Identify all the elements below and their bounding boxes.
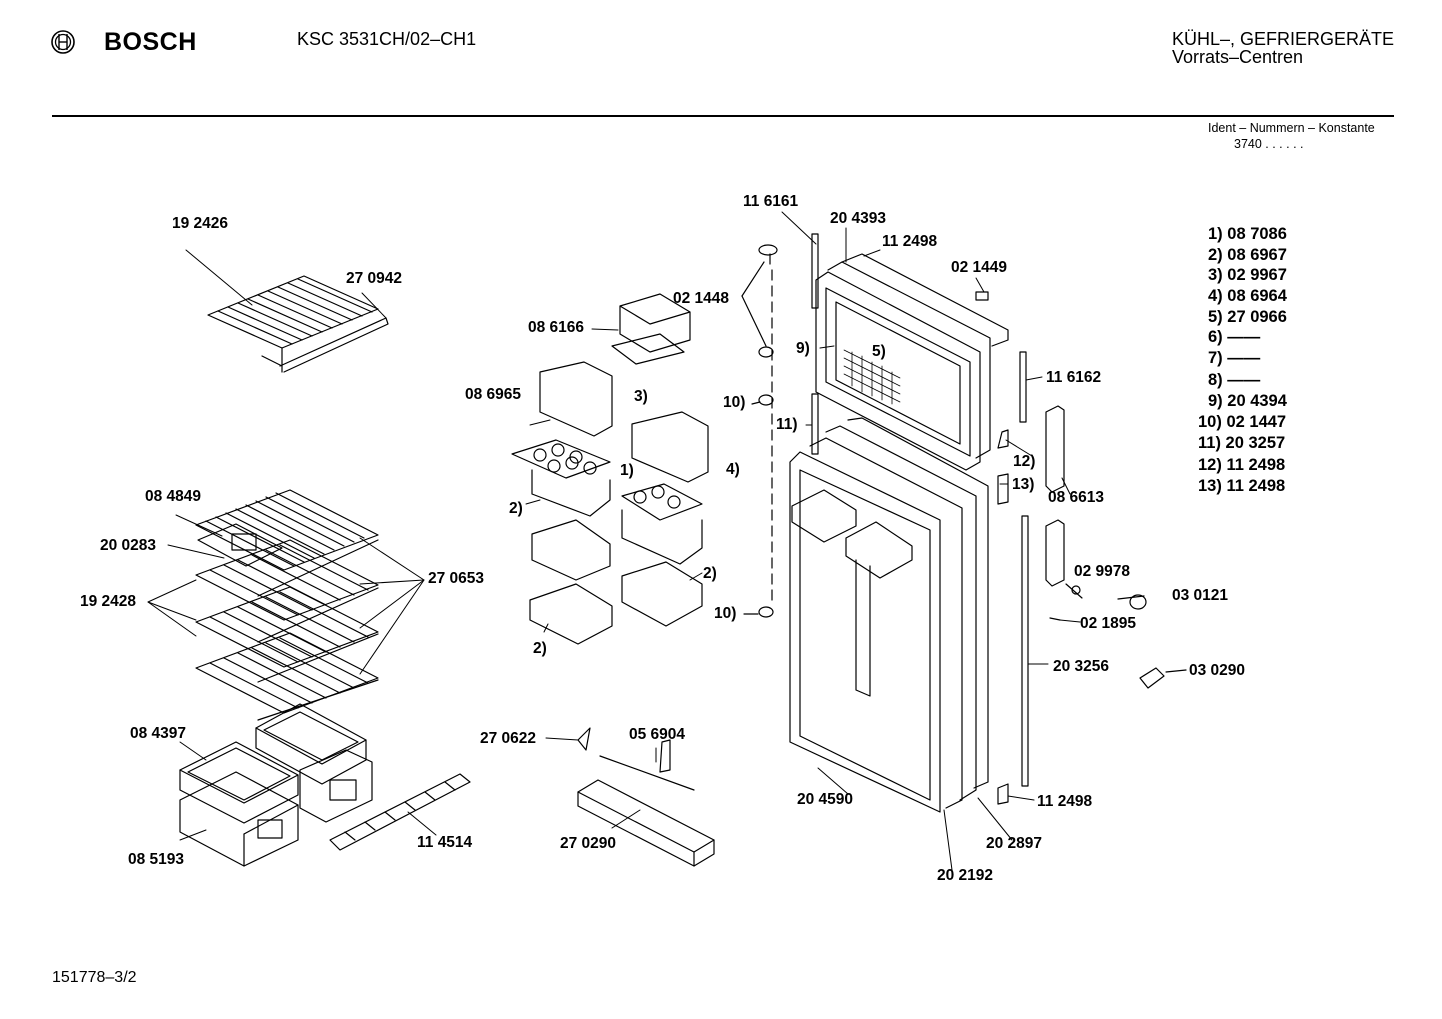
- label-021448: 02 1448: [673, 290, 730, 307]
- brand-name: BOSCH: [104, 28, 197, 56]
- category-title: KÜHL–, GEFRIERGERÄTE: [1172, 29, 1395, 49]
- label-203256: 20 3256: [1053, 658, 1110, 675]
- label-202897: 20 2897: [986, 835, 1043, 852]
- label-084849: 08 4849: [145, 488, 202, 505]
- label-112498-bottom: 11 2498: [1037, 793, 1093, 810]
- legend-item: 9) 20 4394: [1208, 392, 1287, 410]
- legend-item: 8) ——: [1208, 371, 1261, 389]
- label-202192: 20 2192: [937, 867, 994, 884]
- label-021895: 02 1895: [1080, 615, 1137, 632]
- label-204393: 20 4393: [830, 210, 887, 227]
- wire-shelf-stack: [196, 490, 378, 720]
- vent-strip: [330, 774, 470, 850]
- hinge-parts: [742, 245, 777, 617]
- ident-title: Ident – Nummern – Konstante: [1208, 121, 1375, 135]
- label-ref-1: 1): [620, 462, 634, 479]
- legend-item: 2) 08 6967: [1208, 246, 1287, 264]
- label-029978: 02 9978: [1074, 563, 1131, 580]
- small-fittings: [1050, 584, 1186, 688]
- legend-item: 4) 08 6964: [1208, 287, 1287, 305]
- label-030121: 03 0121: [1172, 587, 1229, 604]
- label-270290: 27 0290: [560, 835, 617, 852]
- leader-lines: [148, 250, 702, 840]
- label-ref-13: 13): [1012, 476, 1035, 493]
- label-200283: 20 0283: [100, 537, 157, 554]
- door-bins: [512, 294, 708, 644]
- label-192426: 19 2426: [172, 215, 229, 232]
- leader-lines-right: [782, 212, 1080, 870]
- crisper-drawers: [180, 704, 372, 866]
- legend-item: 11) 20 3257: [1198, 434, 1286, 452]
- ident-value: 3740 . . . . . .: [1234, 137, 1304, 151]
- brand-logo: [50, 29, 76, 60]
- legend-item: 1) 08 7086: [1208, 225, 1287, 243]
- legend-item: 13) 11 2498: [1198, 477, 1286, 495]
- bosch-armature-icon: [51, 30, 75, 54]
- legend-item: 7) ——: [1208, 349, 1261, 367]
- label-116161: 11 6161: [743, 193, 799, 210]
- label-112498-top: 11 2498: [882, 233, 938, 250]
- label-021449: 02 1449: [951, 259, 1008, 276]
- bottle-shelf: [578, 728, 714, 866]
- label-ref-10b: 10): [714, 605, 737, 622]
- legend-item: 12) 11 2498: [1198, 456, 1286, 474]
- fridge-door: [790, 352, 1064, 812]
- label-ref-2a: 2): [509, 500, 523, 517]
- label-086166: 08 6166: [528, 319, 585, 336]
- label-ref-4: 4): [726, 461, 740, 478]
- label-ref-3: 3): [634, 388, 648, 405]
- label-192428: 19 2428: [80, 593, 137, 610]
- legend-item: 6) ——: [1208, 328, 1261, 346]
- legend-item: 5) 27 0966: [1208, 308, 1287, 326]
- label-056904: 05 6904: [629, 726, 686, 743]
- label-ref-9: 9): [796, 340, 810, 357]
- legend-item: 10) 02 1447: [1198, 413, 1287, 431]
- label-ref-12: 12): [1013, 453, 1036, 470]
- label-ref-5: 5): [872, 343, 886, 360]
- label-030290: 03 0290: [1189, 662, 1246, 679]
- freezer-door: [812, 234, 1008, 470]
- label-ref-11: 11): [776, 416, 798, 433]
- label-270942: 27 0942: [346, 270, 403, 287]
- top-glass-shelf: [208, 276, 388, 372]
- label-ref-2b: 2): [703, 565, 717, 582]
- label-114514: 11 4514: [417, 834, 473, 851]
- label-270653: 27 0653: [428, 570, 485, 587]
- label-ref-2c: 2): [533, 640, 547, 657]
- header-divider: [52, 115, 1394, 117]
- label-086965: 08 6965: [465, 386, 522, 403]
- label-ref-10a: 10): [723, 394, 746, 411]
- legend-item: 3) 02 9967: [1208, 266, 1287, 284]
- drawing-number: 151778–3/2: [52, 969, 137, 986]
- category-subtitle: Vorrats–Centren: [1172, 47, 1304, 67]
- model-number: KSC 3531CH/02–CH1: [297, 29, 477, 49]
- label-086613: 08 6613: [1048, 489, 1105, 506]
- label-084397: 08 4397: [130, 725, 187, 742]
- label-204590: 20 4590: [797, 791, 854, 808]
- label-270622: 27 0622: [480, 730, 537, 747]
- label-116162: 11 6162: [1046, 369, 1102, 386]
- label-085193: 08 5193: [128, 851, 185, 868]
